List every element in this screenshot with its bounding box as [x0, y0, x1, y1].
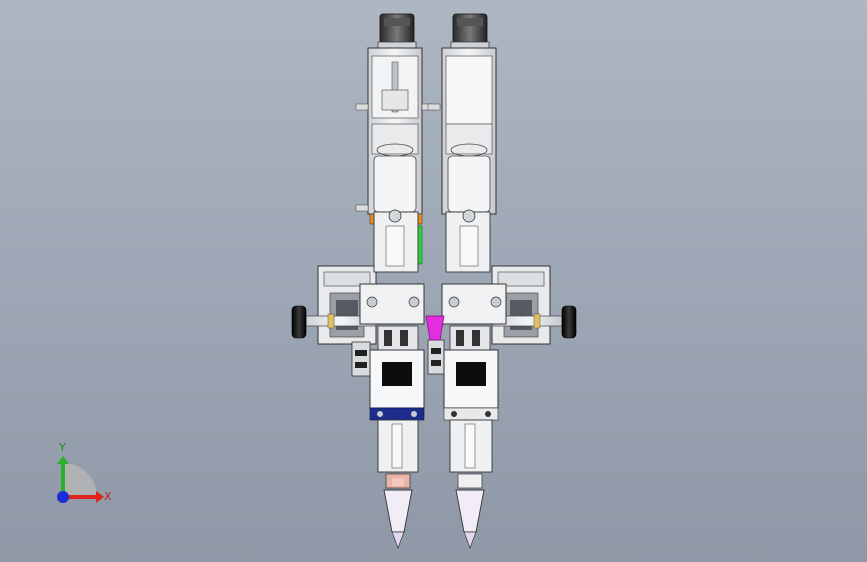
- x-axis-label: X: [104, 490, 112, 503]
- right-dispensing-unit: [427, 13, 507, 549]
- left-dispensing-unit: [355, 13, 435, 549]
- y-axis-label: Y: [58, 441, 66, 454]
- right-adjust-knob: [561, 305, 577, 339]
- center-magenta-coupling: [425, 315, 445, 341]
- left-adjust-knob: [291, 305, 307, 339]
- axis-triad: X Y: [57, 441, 112, 503]
- center-sensor-bracket: [427, 339, 445, 375]
- left-sensor-bracket: [351, 341, 371, 377]
